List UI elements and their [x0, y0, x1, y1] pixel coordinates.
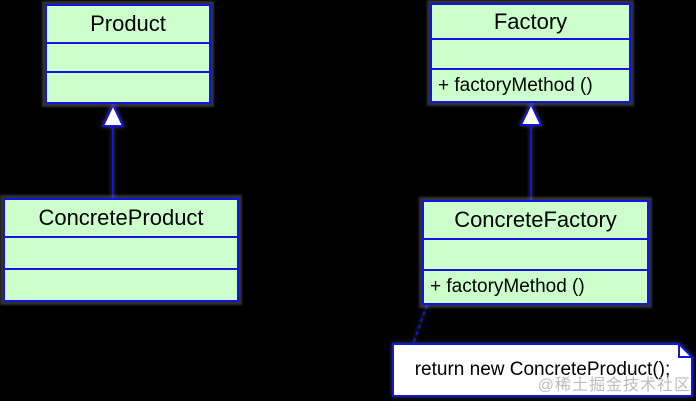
operation-factorymethod-concrete-factory: + factoryMethod ()	[424, 269, 647, 303]
note-text: return new ConcreteProduct();	[414, 359, 671, 380]
class-name-product: Product	[90, 11, 166, 36]
class-box-product: Product	[45, 4, 211, 104]
uml-note: return new ConcreteProduct();	[392, 343, 693, 397]
class-box-concrete-factory: ConcreteFactory + factoryMethod ()	[422, 200, 649, 305]
operation-factorymethod-factory: + factoryMethod ()	[432, 68, 629, 101]
generalization-triangle-factory	[519, 101, 543, 126]
attributes-compartment-concrete-product	[5, 236, 237, 268]
class-name-factory: Factory	[493, 8, 568, 34]
note-body-shape	[392, 343, 693, 397]
class-box-concrete-product: ConcreteProduct	[3, 198, 239, 302]
attributes-compartment-product	[47, 42, 209, 71]
generalization-triangle-product	[101, 102, 125, 127]
attributes-compartment-concrete-factory	[424, 238, 647, 269]
note-anchor-dashed-line	[412, 304, 428, 345]
class-name-concrete-product: ConcreteProduct	[38, 205, 204, 230]
operations-compartment-concrete-product	[5, 268, 237, 300]
class-box-factory: Factory + factoryMethod ()	[430, 3, 631, 103]
attributes-compartment-factory	[432, 38, 629, 68]
watermark-text: @稀土掘金技术社区	[537, 377, 691, 394]
note-fold-corner	[678, 344, 692, 358]
operations-compartment-product	[47, 71, 209, 102]
class-name-concrete-factory: ConcreteFactory	[454, 207, 617, 232]
note-shape	[392, 343, 693, 397]
